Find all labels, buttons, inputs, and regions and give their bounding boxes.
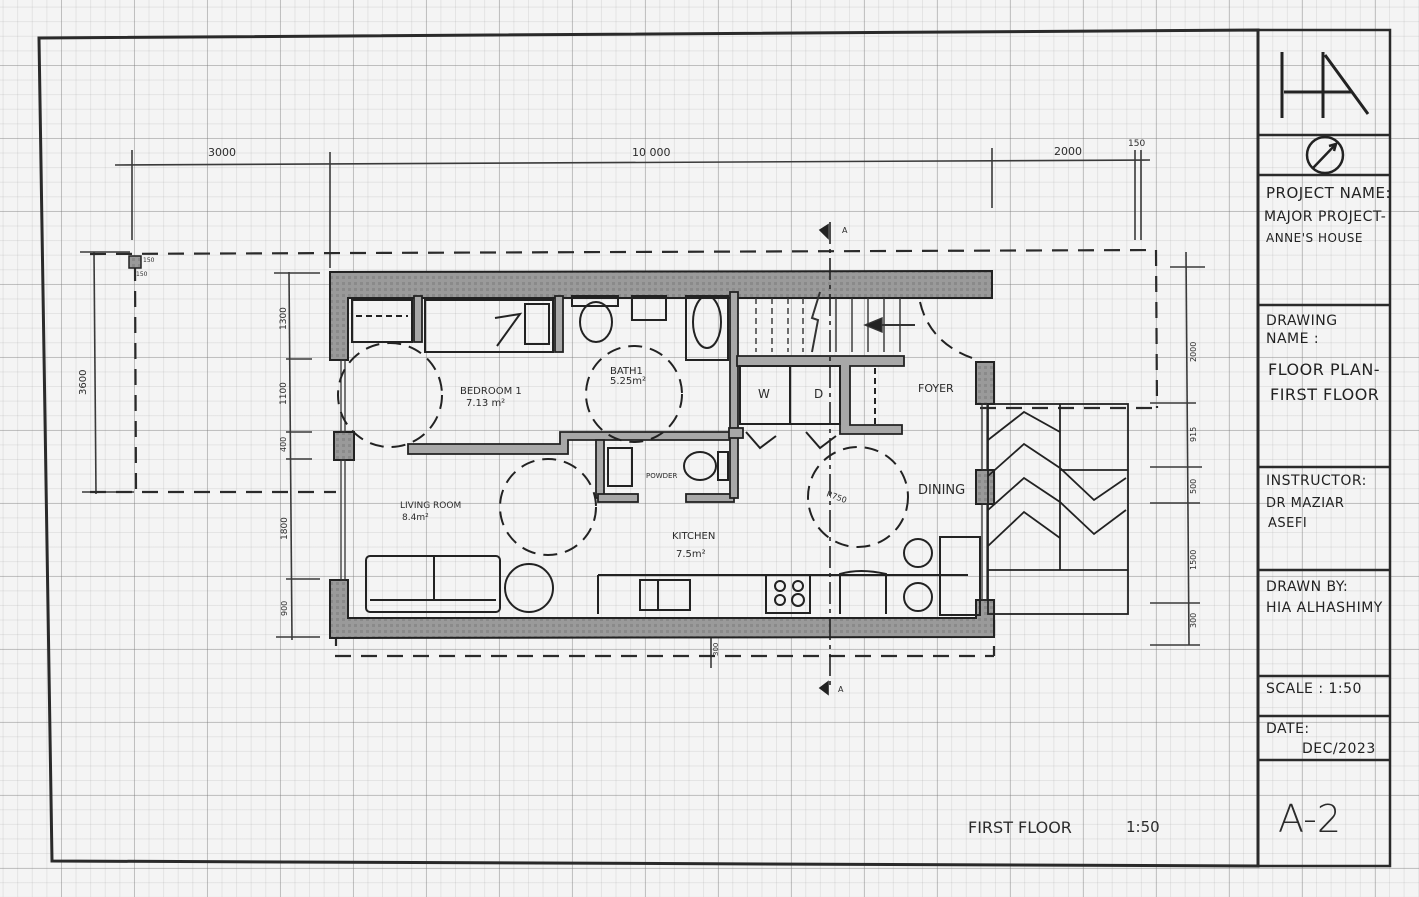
- room-name-kitchen: KITCHEN: [672, 531, 715, 542]
- dim-900: 900: [280, 601, 289, 616]
- instructor-label: INSTRUCTOR:: [1266, 473, 1367, 489]
- project-name-line1: MAJOR PROJECT-: [1264, 209, 1387, 225]
- room-name-bedroom: BEDROOM 1: [460, 386, 522, 397]
- dimension-lines: [80, 148, 1205, 668]
- section-marker-bottom: A: [838, 685, 844, 694]
- dim-3600: 3600: [78, 370, 89, 395]
- drawing-name-label-2: NAME :: [1266, 331, 1320, 347]
- room-area-living: 8.4m²: [402, 513, 429, 523]
- laundry-closet: [739, 365, 876, 450]
- drawing-name-label-1: DRAWING: [1266, 313, 1338, 329]
- kitchen-counters: [597, 536, 981, 616]
- logo-ha-mark: [1280, 52, 1370, 118]
- column-icon: [128, 255, 142, 269]
- dim-400: 400: [279, 437, 288, 452]
- room-name-dining: DINING: [918, 483, 965, 498]
- dim-column-150b: 150: [136, 271, 148, 278]
- drawn-by-value: HIA ALHASHIMY: [1266, 600, 1383, 616]
- project-name-label: PROJECT NAME:: [1266, 184, 1392, 202]
- dim-2000: 2000: [1054, 145, 1082, 158]
- dashed-overhang-outline: [89, 248, 1160, 658]
- section-line-a: [818, 222, 831, 696]
- dim-1300: 1300: [279, 307, 289, 330]
- room-name-powder: POWDER: [646, 472, 677, 480]
- dim-1500: 1500: [1189, 550, 1198, 570]
- dim-3000: 3000: [208, 146, 236, 159]
- dim-300: 300: [1189, 613, 1198, 628]
- dim-915: 915: [1189, 427, 1198, 442]
- dim-150: 150: [1128, 139, 1145, 149]
- drawing-name-line1: FLOOR PLAN-: [1268, 360, 1381, 379]
- dimension-labels: 3000 10 000 2000 150 3600 1300 1100 400 …: [78, 139, 1198, 656]
- section-marker-top: A: [842, 226, 848, 235]
- instructor-line2: ASEFI: [1268, 516, 1308, 531]
- windows: [340, 359, 988, 601]
- room-name-living: LIVING ROOM: [400, 501, 461, 511]
- room-labels: BEDROOM 1 7.13 m² BATH1 5.25m² LIVING RO…: [400, 226, 965, 694]
- dim-500: 500: [1189, 479, 1198, 494]
- room-name-foyer: FOYER: [918, 382, 954, 395]
- sheet-number: A-2: [1278, 797, 1341, 841]
- drawn-by-label: DRAWN BY:: [1266, 579, 1349, 595]
- door-swings-and-turning-circles: [337, 301, 979, 556]
- dim-1800: 1800: [280, 517, 290, 540]
- exterior-steps: [987, 403, 1129, 615]
- scale-text: SCALE : 1:50: [1266, 681, 1362, 697]
- stairs: [755, 291, 915, 353]
- room-area-bedroom: 7.13 m²: [466, 398, 505, 409]
- instructor-line1: DR MAZIAR: [1266, 496, 1345, 511]
- plan-caption: FIRST FLOOR: [968, 818, 1072, 837]
- exterior-walls: [329, 269, 995, 640]
- project-name-line2: ANNE'S HOUSE: [1266, 231, 1363, 245]
- living-room-furniture: [365, 555, 554, 613]
- dim-1100: 1100: [279, 382, 289, 405]
- bathroom-fixtures: [571, 295, 729, 487]
- date-label: DATE:: [1266, 721, 1310, 737]
- date-value: DEC/2023: [1302, 741, 1376, 757]
- bedroom-furniture: [351, 299, 554, 353]
- north-arrow-icon: [1305, 135, 1345, 175]
- drawing-name-line2: FIRST FLOOR: [1270, 385, 1380, 404]
- room-name-bath: BATH1: [610, 366, 643, 377]
- label-r750: R750: [825, 489, 848, 505]
- room-area-kitchen: 7.5m²: [676, 549, 706, 560]
- dim-bottom-300: 300: [712, 643, 720, 656]
- room-area-bath: 5.25m²: [610, 376, 646, 387]
- sheet-border: [37, 28, 1392, 868]
- dim-column-150a: 150: [143, 257, 155, 264]
- plan-caption-scale: 1:50: [1126, 818, 1160, 836]
- label-washer: W: [758, 387, 770, 401]
- label-dryer: D: [814, 387, 823, 401]
- dim-2000-right: 2000: [1189, 342, 1198, 362]
- dim-10000: 10 000: [632, 146, 671, 159]
